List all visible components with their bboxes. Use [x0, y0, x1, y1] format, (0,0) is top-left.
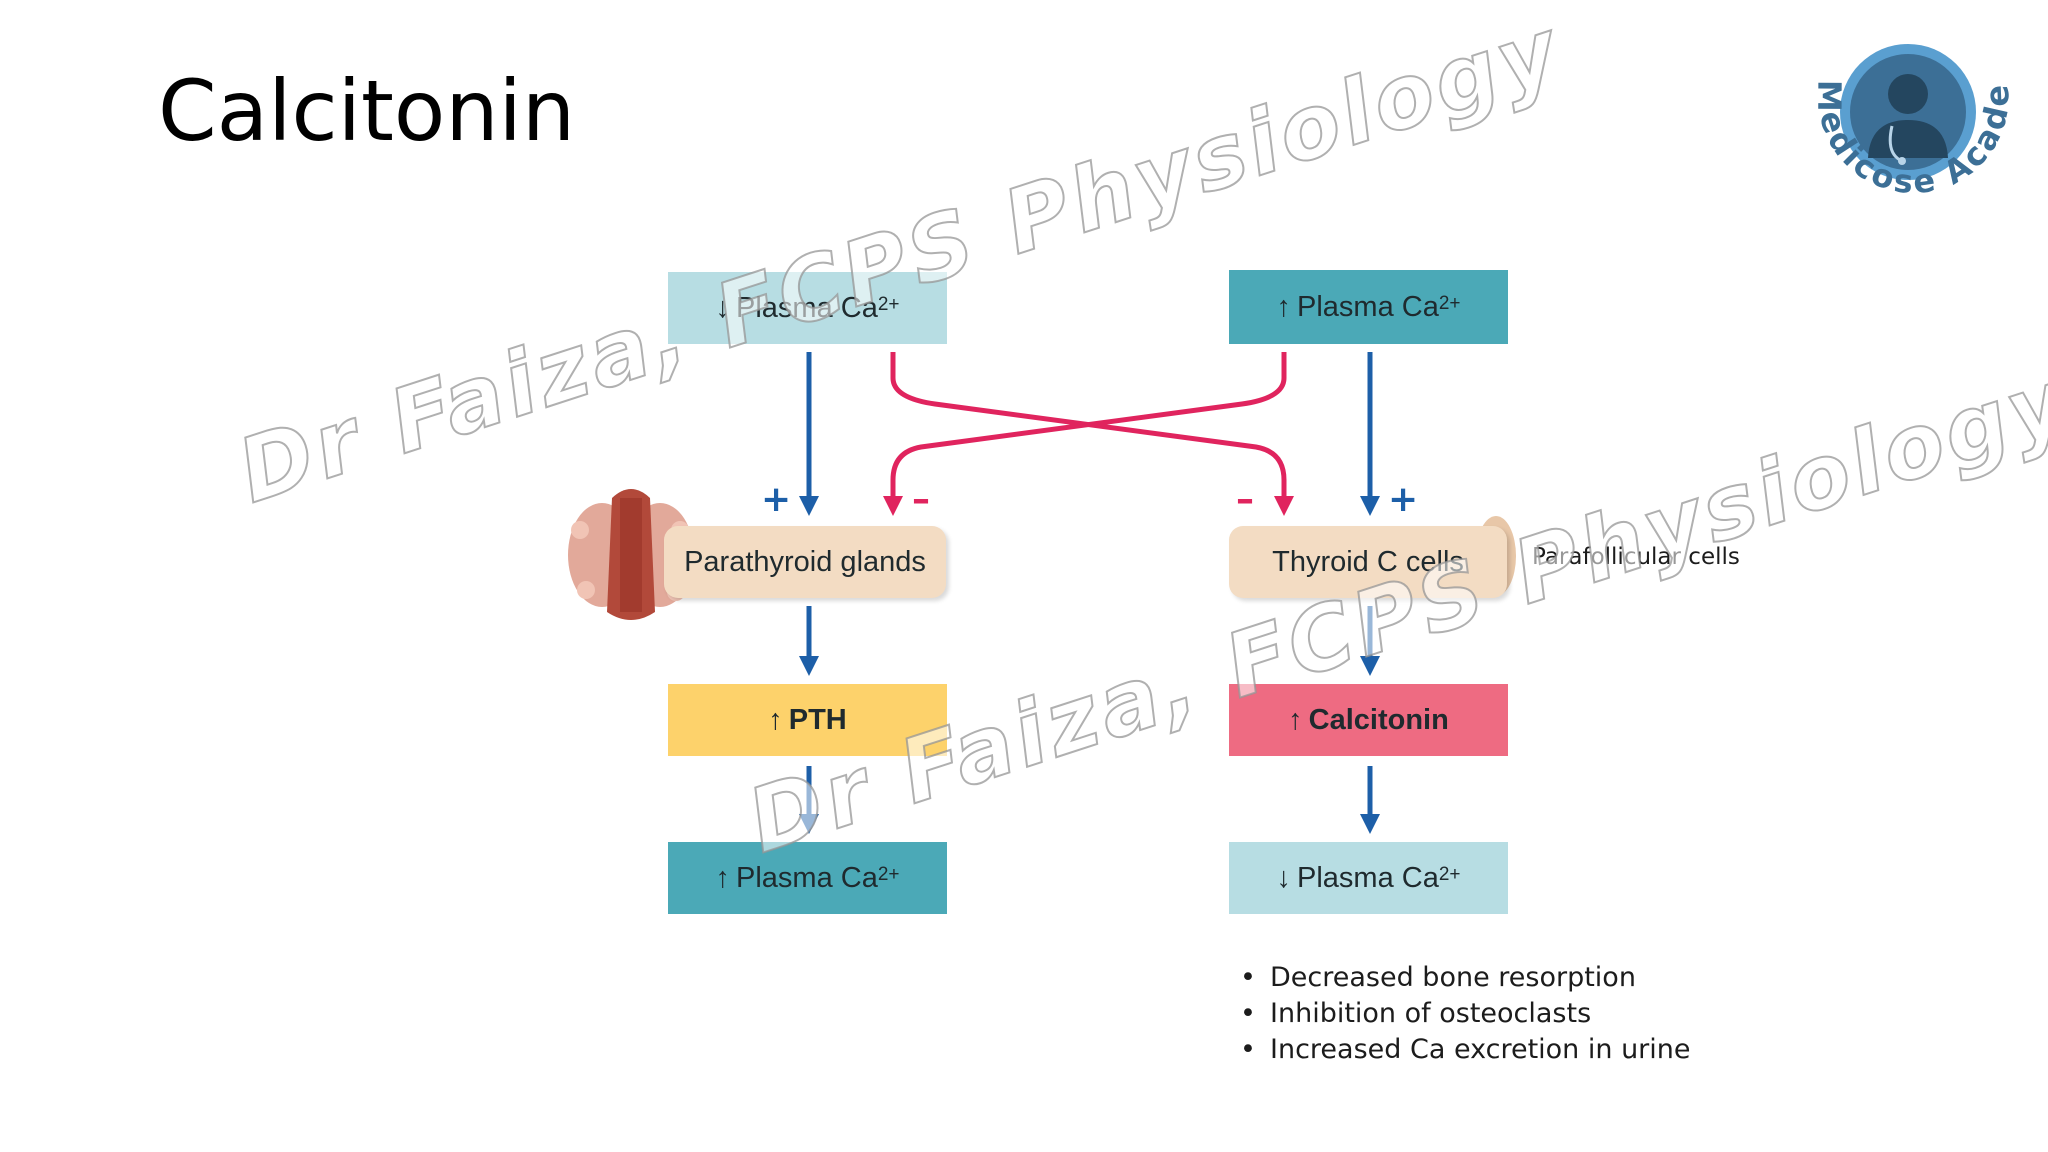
left-blue-arrow-2	[799, 606, 819, 676]
box-label: Plasma Ca	[736, 861, 878, 894]
parafollicular-cells-label: Parafollicular cells	[1532, 544, 1740, 570]
left-minus-sign: –	[912, 479, 930, 520]
box-label: PTH	[788, 703, 847, 736]
list-item: Increased Ca excretion in urine	[1240, 1032, 1691, 1068]
box-label: Thyroid C cells	[1272, 545, 1464, 578]
left-blue-arrow-1	[799, 352, 819, 516]
red-cross-arrow-right-to-parathyroid	[883, 352, 1287, 516]
medicose-academics-logo: Medicose Academics	[1790, 20, 2014, 201]
right-blue-arrow-1	[1360, 352, 1380, 516]
left-blue-arrow-3	[799, 766, 819, 834]
up-arrow-glyph: ↑	[768, 703, 783, 736]
list-item: Decreased bone resorption	[1240, 960, 1691, 996]
left-plus-sign: +	[761, 479, 792, 520]
pth-box: ↑ PTH	[668, 684, 947, 756]
up-arrow-glyph: ↑	[1276, 290, 1292, 323]
box-label: Plasma Ca	[1297, 861, 1439, 894]
down-arrow-glyph: ↓	[715, 291, 731, 324]
box-superscript: 2+	[1438, 864, 1461, 885]
up-arrow-glyph: ↑	[1288, 703, 1303, 736]
box-superscript: 2+	[877, 864, 900, 885]
red-cross-arrow-left-to-thyroid	[890, 352, 1294, 516]
box-label: Plasma Ca	[736, 291, 878, 324]
box-superscript: 2+	[877, 294, 900, 315]
right-minus-sign: –	[1236, 479, 1254, 520]
box-label: Plasma Ca	[1297, 290, 1439, 323]
box-label: Calcitonin	[1308, 703, 1449, 736]
parathyroid-glands-box: Parathyroid glands	[664, 526, 946, 598]
box-superscript: 2+	[1438, 293, 1461, 314]
right-plus-sign: +	[1388, 479, 1419, 520]
thyroid-c-cells-box: Thyroid C cells	[1229, 526, 1507, 598]
calcitonin-effects-list: Decreased bone resorption Inhibition of …	[1240, 960, 1691, 1068]
right-blue-arrow-3	[1360, 766, 1380, 834]
slide-title: Calcitonin	[158, 62, 576, 160]
calcitonin-box: ↑ Calcitonin	[1229, 684, 1508, 756]
right-blue-arrow-2	[1360, 606, 1380, 676]
up-arrow-glyph: ↑	[715, 861, 731, 894]
down-arrow-glyph: ↓	[1276, 861, 1292, 894]
box-label: Parathyroid glands	[684, 545, 926, 578]
list-item: Inhibition of osteoclasts	[1240, 996, 1691, 1032]
